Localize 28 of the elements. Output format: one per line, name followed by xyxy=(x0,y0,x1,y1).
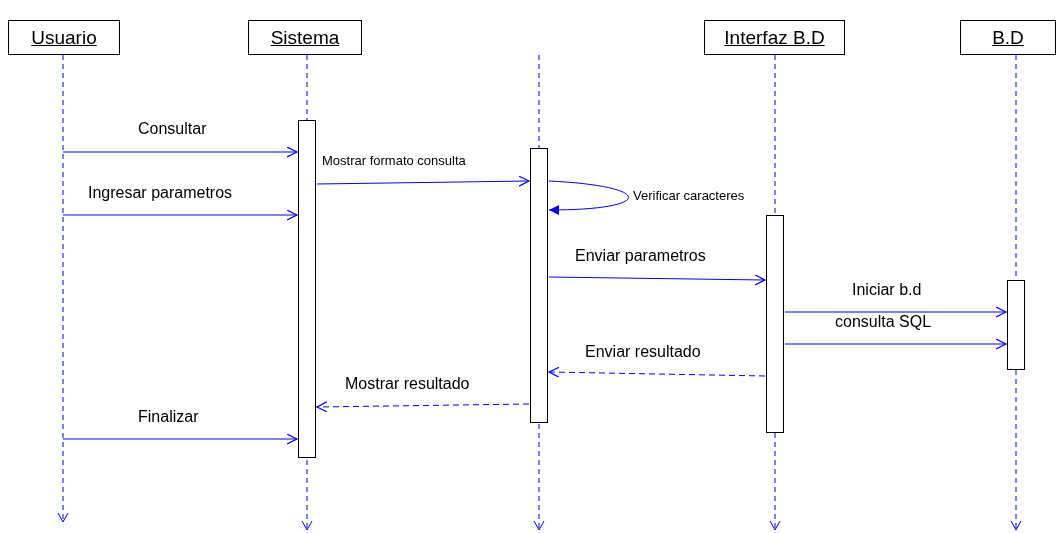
message-arrow xyxy=(548,180,629,215)
lifeline-header: Sistema xyxy=(248,20,362,55)
message-arrow xyxy=(548,366,766,378)
edge-label: consulta SQL xyxy=(835,313,932,331)
edge-label: Finalizar xyxy=(138,408,199,426)
lifeline-header: Usuario xyxy=(8,20,120,55)
message-arrow xyxy=(784,306,1007,318)
edge-label: Enviar resultado xyxy=(585,343,701,361)
message-arrow xyxy=(62,433,298,445)
edge-label: Mostrar formato consulta xyxy=(322,153,466,168)
message-arrow xyxy=(784,338,1007,350)
lifeline-header: Interfaz B.D xyxy=(704,20,845,55)
edge-label: Ingresar parametros xyxy=(88,184,233,202)
message-arrow xyxy=(62,209,298,221)
edge-label: Verificar caracteres xyxy=(633,188,745,203)
edge-label: Iniciar b.d xyxy=(852,281,922,299)
lifeline-header: B.D xyxy=(960,20,1056,55)
activation-bar xyxy=(298,120,316,458)
message-arrow xyxy=(548,274,766,286)
activation-bar xyxy=(530,148,548,423)
edge-label: Consultar xyxy=(138,120,207,138)
message-arrow xyxy=(316,401,530,413)
message-arrow xyxy=(62,146,298,158)
activation-bar xyxy=(766,215,784,433)
message-arrow xyxy=(316,175,530,187)
edge-label: Mostrar resultado xyxy=(345,375,470,393)
activation-bar xyxy=(1007,280,1025,370)
edge-label: Enviar parametros xyxy=(575,247,706,265)
